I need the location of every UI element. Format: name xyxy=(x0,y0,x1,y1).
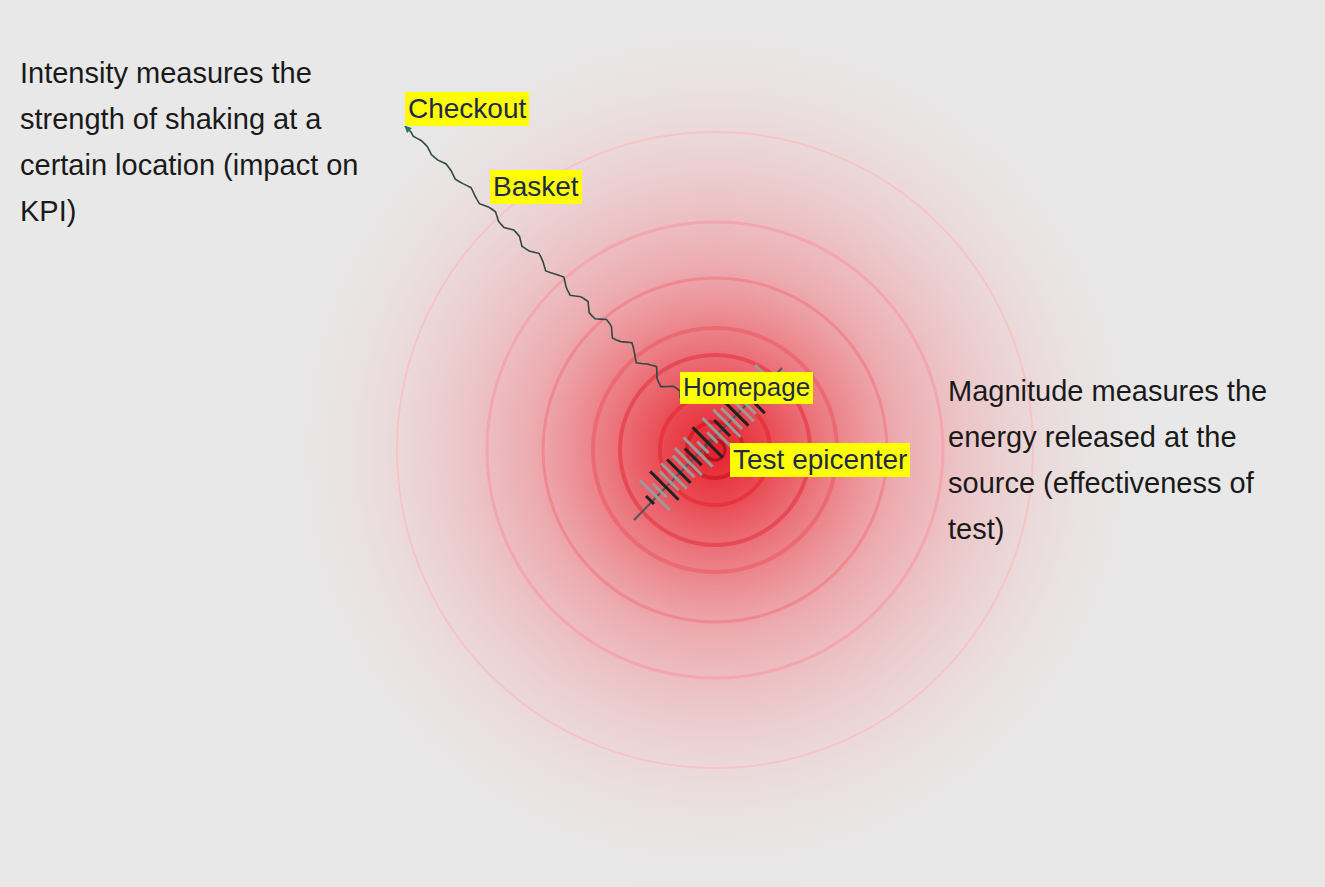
node-text: Basket xyxy=(493,171,579,203)
seismic-rings xyxy=(397,132,1033,768)
highlight-label: Basket xyxy=(490,170,582,204)
seismic-spike xyxy=(707,432,717,442)
highlight-label: Checkout xyxy=(405,92,529,126)
seismic-spike xyxy=(646,496,654,504)
node-text: Checkout xyxy=(408,93,526,125)
highlight-label: Test epicenter xyxy=(730,443,910,477)
seismic-spike xyxy=(660,471,679,490)
node-text: Homepage xyxy=(683,373,810,403)
highlight-label: Homepage xyxy=(680,372,813,404)
node-text: Test epicenter xyxy=(733,444,907,476)
seismic-spike xyxy=(721,408,742,429)
explanation-note: Intensity measures the strength of shaki… xyxy=(20,50,365,234)
seismic-trace xyxy=(405,126,680,398)
explanation-note: Magnitude measures the energy released a… xyxy=(948,368,1293,552)
